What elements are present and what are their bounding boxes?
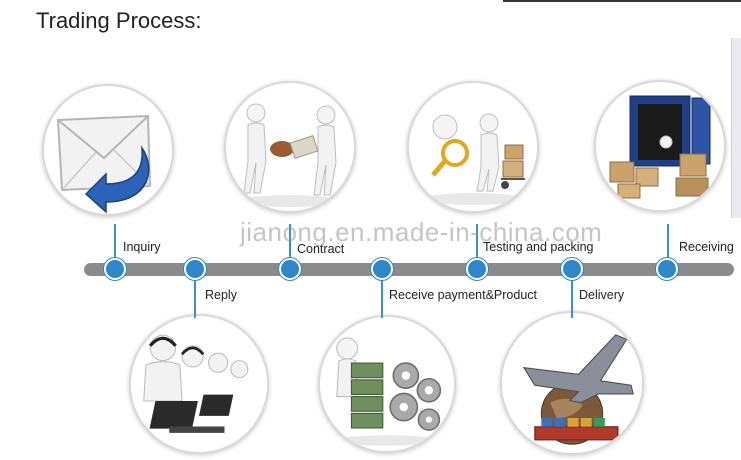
inquiry-circle (42, 84, 174, 216)
receive-payment-circle (318, 315, 456, 453)
call-center-operators-icon (143, 334, 249, 433)
timeline-node-receive-payment (371, 258, 393, 280)
stem-inquiry (114, 224, 116, 268)
stem-receiving (667, 224, 669, 268)
reply-circle (129, 314, 269, 454)
step-label-reply: Reply (205, 288, 237, 302)
envelope-reply-icon (56, 114, 152, 214)
timeline-node-reply (184, 258, 206, 280)
timeline-node-contract (279, 258, 301, 280)
airplane-globe-ship-icon (522, 334, 634, 445)
step-label-receive-payment: Receive payment&Product (389, 288, 537, 302)
step-label-inquiry: Inquiry (123, 240, 161, 254)
inspection-and-packing-icon (423, 113, 525, 205)
top-divider-line (503, 0, 741, 2)
contract-circle (224, 81, 356, 213)
testing-packing-circle (407, 81, 539, 213)
contract-signing-figures-icon (240, 103, 340, 207)
step-label-receiving: Receiving (679, 240, 734, 254)
money-and-gears-icon (334, 337, 442, 446)
timeline-node-delivery (561, 258, 583, 280)
stem-reply (194, 274, 196, 318)
stem-delivery (571, 274, 573, 318)
side-scrollbar-edge (731, 38, 741, 218)
stem-contract (289, 224, 291, 268)
timeline-bar (84, 263, 734, 276)
timeline-node-testing (466, 258, 488, 280)
receiving-circle (594, 80, 726, 212)
step-label-testing: Testing and packing (483, 240, 594, 254)
stem-testing (476, 224, 478, 268)
step-label-contract: Contract (297, 242, 345, 256)
page-title: Trading Process: (36, 8, 202, 33)
delivery-circle (500, 311, 644, 455)
stem-receive-payment (381, 274, 383, 318)
step-label-delivery: Delivery (579, 288, 625, 302)
watermark-text: jianong.en.made-in-china.com (240, 217, 603, 247)
timeline-node-inquiry (104, 258, 126, 280)
container-with-boxes-icon (609, 95, 711, 199)
timeline-node-receiving (656, 258, 678, 280)
